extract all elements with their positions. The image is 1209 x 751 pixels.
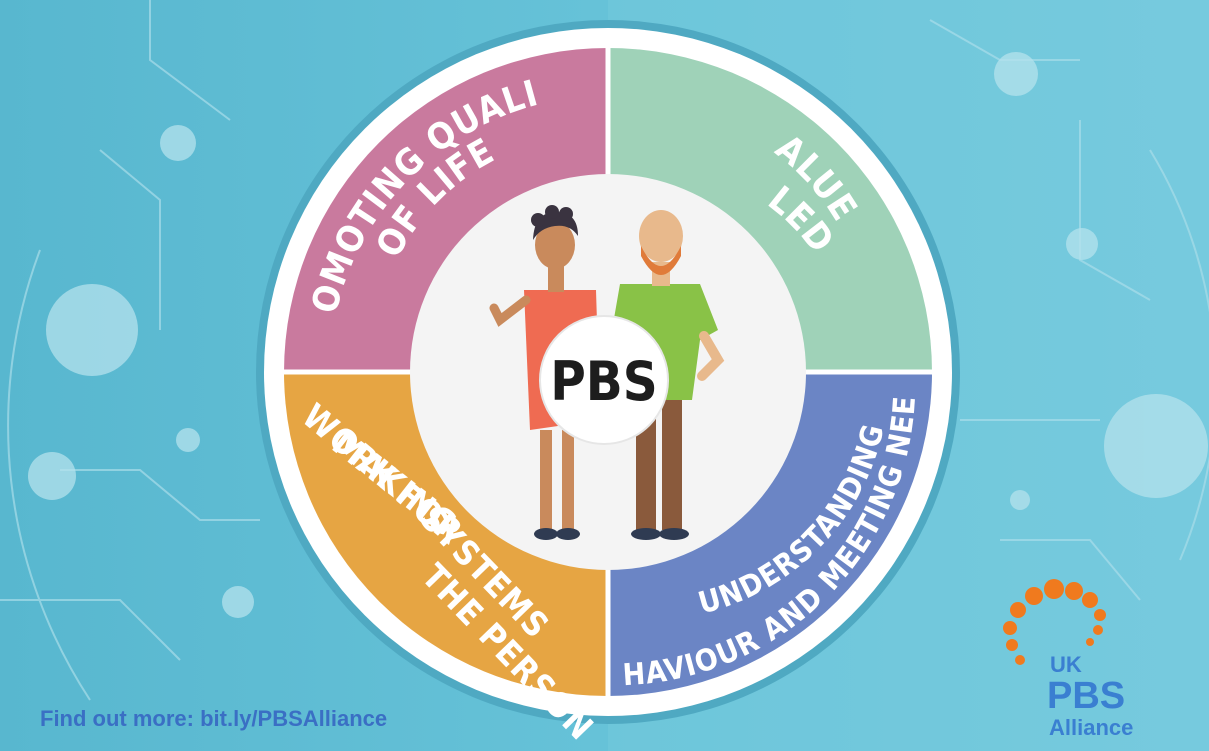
- pbs-badge: [539, 315, 669, 445]
- logo-uk: UK: [1050, 652, 1082, 677]
- dotted-arc-logo-icon: [1003, 579, 1106, 665]
- find-out-more-link[interactable]: Find out more: bit.ly/PBSAlliance: [40, 706, 387, 731]
- logo-alliance: Alliance: [1049, 715, 1133, 740]
- background-dots: [28, 52, 1208, 618]
- pbs-label: PBS: [550, 350, 658, 413]
- background-decoration: [0, 0, 1209, 701]
- uk-pbs-alliance-logo: UK PBS Alliance: [1003, 579, 1133, 740]
- logo-pbs: PBS: [1047, 675, 1125, 717]
